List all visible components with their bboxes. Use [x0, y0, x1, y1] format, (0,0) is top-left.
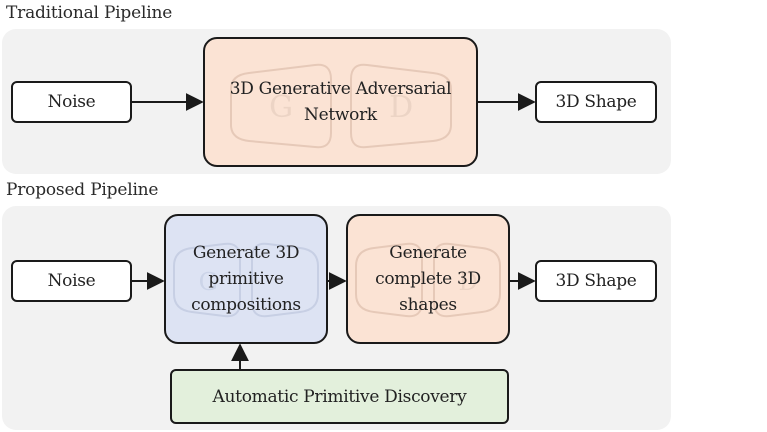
traditional-noise-label: Noise [47, 92, 96, 112]
gan-box: G D 3D Generative Adversarial Network [203, 37, 478, 167]
primitive-compositions-label: Generate 3D primitive compositions [191, 243, 301, 315]
proposed-noise-label: Noise [47, 271, 96, 291]
traditional-noise-box: Noise [11, 81, 132, 123]
traditional-shape-box: 3D Shape [535, 81, 657, 123]
proposed-shape-box: 3D Shape [535, 260, 657, 302]
gan-ghost-icon: G D [230, 63, 452, 149]
gan-ghost-letter-g: G [269, 90, 293, 125]
complete-ghost-letter-d: D [459, 268, 478, 296]
primitive-discovery-label: Automatic Primitive Discovery [212, 386, 467, 407]
proposed-noise-box: Noise [11, 260, 132, 302]
complete-shapes-label: Generate complete 3D shapes [375, 243, 481, 315]
primitive-ghost-icon: G [173, 242, 319, 318]
primitive-ghost-letter-g: G [199, 268, 218, 296]
primitive-compositions-box: G Generate 3D primitive compositions [164, 214, 328, 344]
complete-ghost-icon: D [355, 242, 501, 318]
proposed-pipeline-title: Proposed Pipeline [6, 180, 159, 200]
primitive-discovery-box: Automatic Primitive Discovery [170, 369, 509, 424]
complete-shapes-box: D Generate complete 3D shapes [346, 214, 510, 344]
traditional-shape-label: 3D Shape [555, 92, 637, 112]
gan-label: 3D Generative Adversarial Network [229, 79, 452, 125]
traditional-pipeline-title: Traditional Pipeline [6, 3, 173, 23]
proposed-shape-label: 3D Shape [555, 271, 637, 291]
gan-ghost-letter-d: D [389, 90, 413, 125]
